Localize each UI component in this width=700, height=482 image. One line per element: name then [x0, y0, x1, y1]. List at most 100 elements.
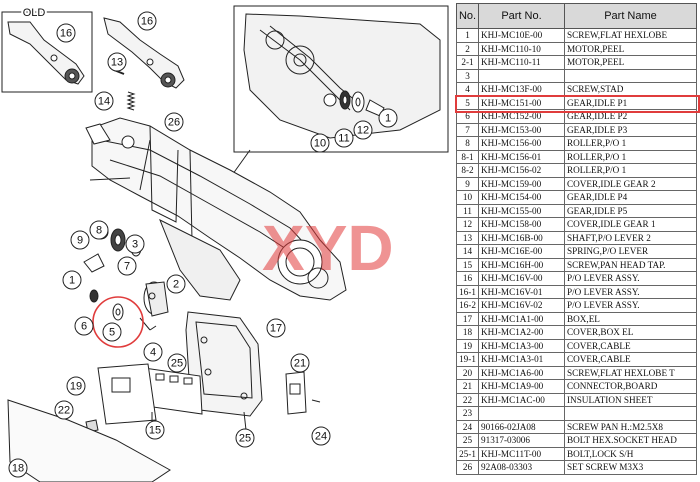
table-row: 23 — [456, 406, 697, 421]
cell-part-no: KHJ-MC155-00 — [478, 203, 565, 218]
callout-25: 25 — [167, 353, 187, 373]
callout-6: 6 — [74, 316, 94, 336]
callout-circle — [311, 426, 331, 446]
cell-no: 7 — [456, 122, 479, 137]
cell-no: 25 — [456, 433, 479, 448]
cell-part-no: KHJ-MC156-00 — [478, 136, 565, 151]
cell-no: 16-1 — [456, 284, 479, 299]
callout-11: 11 — [334, 128, 354, 148]
callout-9: 9 — [70, 230, 90, 250]
cell-part-no: KHJ-MC13F-00 — [478, 82, 565, 97]
callout-26: 26 — [164, 112, 184, 132]
cell-part-name: GEAR,IDLE P5 — [564, 203, 697, 218]
cell-part-no: KHJ-MC16H-00 — [478, 257, 565, 272]
cell-part-name: BOX,EL — [564, 311, 697, 326]
callout-2: 2 — [166, 274, 186, 294]
callout-22: 22 — [54, 400, 74, 420]
cell-part-name: BOLT,LOCK S/H — [564, 446, 697, 461]
callout-number: 13 — [111, 57, 123, 69]
callout-circle — [125, 234, 145, 254]
cell-part-name: SCREW,FLAT HEXLOBE T — [564, 365, 697, 380]
cell-no: 16 — [456, 271, 479, 286]
callout-circle — [107, 52, 127, 72]
cell-no: 17 — [456, 311, 479, 326]
cell-no: 1 — [456, 28, 479, 43]
cell-no: 21 — [456, 379, 479, 394]
watermark: XYD — [262, 212, 394, 284]
cell-part-no: KHJ-MC152-00 — [478, 109, 565, 124]
callout-13: 13 — [107, 52, 127, 72]
header-part-name: Part Name — [564, 3, 697, 29]
callout-number: 26 — [168, 117, 180, 129]
callout-number: 25 — [171, 358, 183, 370]
callout-circle — [70, 230, 90, 250]
cell-part-name: P/O LEVER ASSY. — [564, 271, 697, 286]
callout-number: 8 — [96, 225, 102, 237]
cell-part-no: KHJ-MC151-00 — [478, 95, 565, 110]
cell-part-no: 91317-03006 — [478, 433, 565, 448]
cell-part-no: KHJ-MC158-00 — [478, 217, 565, 232]
callout-circle — [353, 120, 373, 140]
cell-part-no: KHJ-MC1A2-00 — [478, 325, 565, 340]
cell-part-name: BOLT HEX.SOCKET HEAD — [564, 433, 697, 448]
callout-19: 19 — [66, 376, 86, 396]
callout-circle — [334, 128, 354, 148]
cell-part-no: KHJ-MC11T-00 — [478, 446, 565, 461]
cell-part-name: SCREW,STAD — [564, 82, 697, 97]
cell-part-no: KHJ-MC16V-00 — [478, 271, 565, 286]
cell-no: 23 — [456, 406, 479, 421]
cell-part-name: COVER,CABLE — [564, 352, 697, 367]
cell-no: 14 — [456, 244, 479, 259]
callout-circle — [378, 108, 398, 128]
callout-circle — [54, 400, 74, 420]
header-no: No. — [456, 3, 479, 29]
callout-number: 24 — [315, 431, 327, 443]
callout-16: 16 — [56, 23, 76, 43]
callout-number: 5 — [109, 327, 115, 339]
callout-number: 7 — [124, 261, 130, 273]
cell-part-no: KHJ-MC110-11 — [478, 55, 565, 70]
callout-circle — [235, 428, 255, 448]
cell-no: 19-1 — [456, 352, 479, 367]
callout-circle — [74, 316, 94, 336]
callout-8: 8 — [89, 220, 109, 240]
cell-part-no: KHJ-MC154-00 — [478, 190, 565, 205]
cell-part-name: GEAR,IDLE P4 — [564, 190, 697, 205]
cell-part-name: ROLLER,P/O 1 — [564, 163, 697, 178]
cell-part-no — [478, 68, 565, 83]
cell-part-name: ROLLER,P/O 1 — [564, 136, 697, 151]
callout-14: 14 — [94, 91, 114, 111]
cell-no: 2-1 — [456, 55, 479, 70]
callout-circle — [66, 376, 86, 396]
callout-circle — [94, 91, 114, 111]
callout-10: 10 — [310, 133, 330, 153]
cell-part-name: COVER,IDLE GEAR 1 — [564, 217, 697, 232]
cell-no: 3 — [456, 68, 479, 83]
callout-circle — [143, 342, 163, 362]
callout-5: 5 — [102, 322, 122, 342]
callout-17: 17 — [266, 318, 286, 338]
callout-circle — [56, 23, 76, 43]
callout-number: 17 — [270, 323, 282, 335]
callout-1: 1 — [378, 108, 398, 128]
cell-part-no: 90166-02JA08 — [478, 419, 565, 434]
callout-circle — [164, 112, 184, 132]
callout-number: 6 — [81, 321, 87, 333]
